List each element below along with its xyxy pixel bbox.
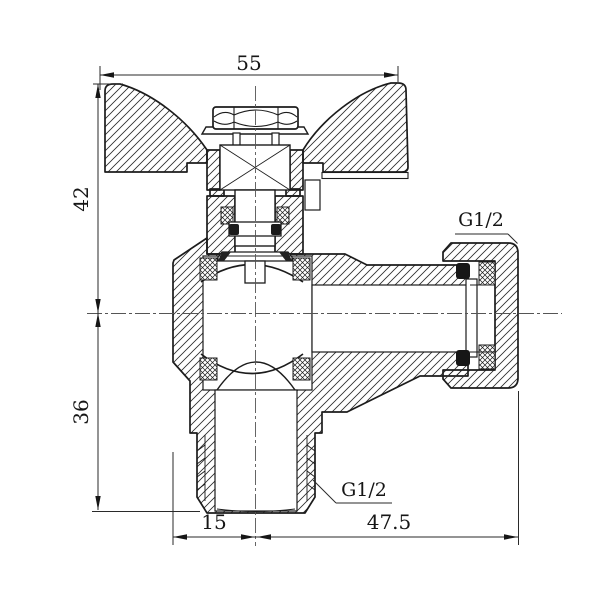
ball-port-arc [216, 361, 296, 391]
dimension-arrows [95, 72, 518, 540]
dim-bottom-left: 15 [201, 510, 226, 534]
dim-upper-height: 42 [69, 186, 93, 211]
washer-wedge-left [218, 252, 231, 261]
body-ear [304, 179, 321, 211]
swivel-nut [442, 242, 519, 389]
inlet-thread-details [196, 435, 316, 512]
handle-stop-plate [321, 171, 409, 180]
union-seal-bottom [456, 350, 470, 366]
label-outlet-thread: G1/2 [458, 209, 504, 231]
stem-oring-left [229, 224, 239, 235]
bonnet-lip-left [209, 188, 225, 197]
stem-tang [244, 260, 266, 284]
dim-bottom-right: 47.5 [367, 510, 412, 534]
dimension-labels: 55 42 36 15 47.5 G1/2 G1/2 [69, 51, 504, 534]
label-inlet-thread: G1/2 [341, 479, 387, 501]
outlet-bore [311, 284, 471, 353]
inlet-bore [214, 389, 298, 512]
handle-right-wing [302, 82, 409, 173]
union-details [304, 171, 496, 370]
dim-lower-height: 36 [69, 399, 93, 424]
centerlines [87, 86, 562, 546]
handle-hub-left [206, 149, 221, 191]
handle-left-wing [104, 83, 208, 173]
stem-shaft [234, 189, 276, 247]
stem-square-cross [219, 144, 291, 191]
washer-wedge-right [279, 252, 292, 261]
bonnet-lip-right [285, 188, 301, 197]
handle-hub-right [289, 149, 304, 191]
stem-oring-right [271, 224, 281, 235]
dim-top-width: 55 [236, 51, 261, 75]
ball-and-seats [199, 257, 311, 391]
dimensions [92, 66, 519, 545]
stem-assembly [200, 106, 310, 284]
pipe-end-flange [465, 278, 478, 358]
union-seal-top [456, 263, 470, 279]
